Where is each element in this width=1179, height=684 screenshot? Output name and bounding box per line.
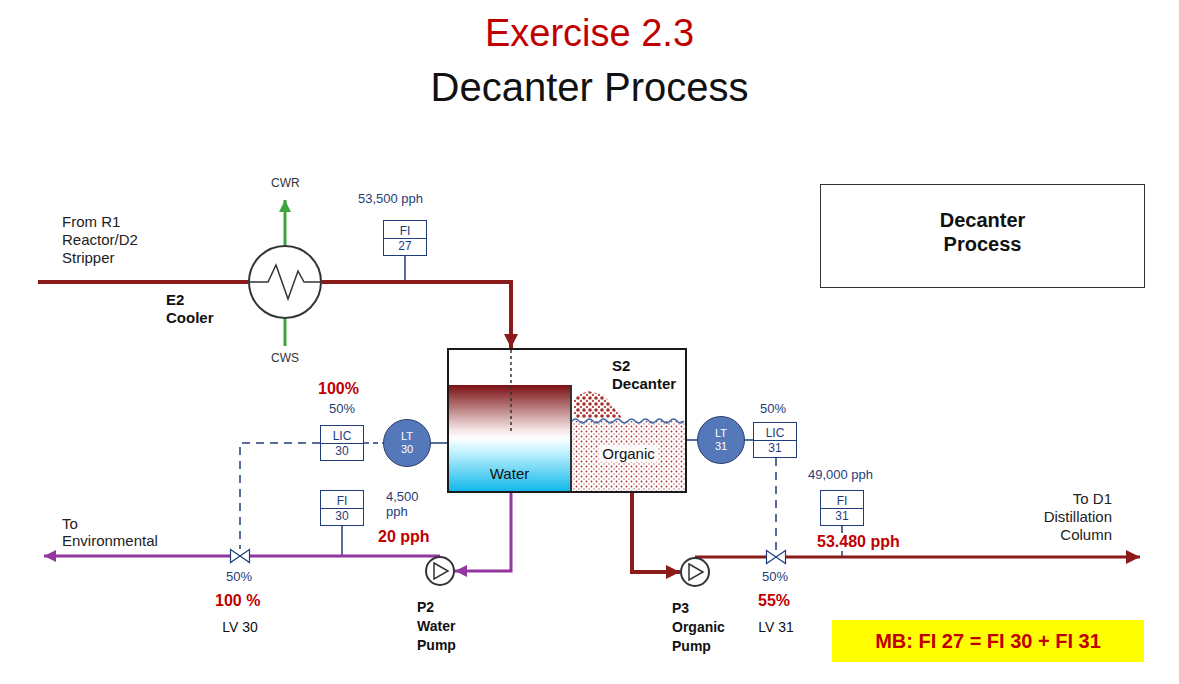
instrument-number: 30 (401, 443, 413, 456)
pipe-connector (240, 443, 320, 549)
answer-value: 100 % (215, 592, 260, 610)
answer-value: 20 pph (378, 528, 430, 546)
instrument-tag: FI (321, 494, 363, 508)
valve-symbol (766, 550, 786, 564)
title-box: Decanter Process (820, 184, 1145, 288)
answer-value: 100% (318, 380, 359, 398)
pipe-connector (250, 555, 440, 558)
output-value: 50% (762, 570, 788, 585)
valve-outline (767, 551, 786, 564)
instrument-tag: LIC (754, 426, 796, 440)
valve-tag: LV 31 (751, 619, 801, 635)
decanter-vessel: S2 DecanterWater Organic (447, 348, 687, 493)
flow-value: 53,500 pph (358, 192, 423, 207)
flow-indicator: FI27 (383, 220, 427, 256)
foam (574, 391, 622, 418)
liquid-surface (572, 419, 684, 423)
heat-exchanger: E2 Cooler (248, 245, 322, 319)
instrument-tag: FI (821, 494, 863, 508)
equipment-label: E2 Cooler (166, 291, 222, 327)
pump: P3 Organic Pump (680, 557, 710, 587)
instrument-number: 30 (321, 508, 363, 523)
instrument-number: 27 (384, 238, 426, 253)
water-layer: Water (449, 385, 570, 491)
organic-layer: Organic (572, 421, 685, 491)
pump-symbol (427, 558, 453, 584)
instrument-number: 31 (754, 440, 796, 455)
feed-pipe (38, 280, 248, 284)
pipe-connector (632, 491, 680, 572)
page-title: Exercise 2.3 (0, 12, 1179, 56)
mass-balance-note: MB: FI 27 = FI 30 + FI 31 (832, 620, 1144, 662)
weir (570, 385, 572, 491)
cooling-water-return (284, 200, 287, 245)
pipe-connector (775, 458, 777, 550)
dip-pipe (510, 350, 512, 432)
instrument-tap (404, 256, 406, 281)
organic-outlet-pipe (786, 556, 1140, 559)
flow-value: 4,500 pph (386, 489, 430, 519)
instrument-tag: LT (715, 427, 727, 440)
instrument-tag: LIC (321, 429, 363, 443)
pipe-connector (364, 442, 383, 444)
stream-label: CWS (271, 352, 299, 366)
pump-symbol (682, 559, 708, 585)
control-valve: LV 31 (766, 550, 786, 564)
pump: P2 Water Pump (425, 556, 455, 586)
equipment-label: P2 Water Pump (417, 598, 469, 655)
answer-value: 53.480 pph (815, 533, 902, 551)
output-value: 50% (226, 570, 252, 585)
pipe-connector (695, 556, 766, 559)
instrument-number: 31 (715, 440, 727, 453)
pipe-connector (431, 442, 447, 444)
control-valve: LV 30 (230, 549, 250, 563)
equipment-label: P3 Organic Pump (672, 599, 734, 656)
answer-value: 55% (758, 592, 790, 610)
note-text: MB: FI 27 = FI 30 + FI 31 (875, 630, 1101, 653)
stream-label: CWR (271, 177, 300, 191)
pipe-connector (322, 282, 511, 348)
stream-label: From R1 Reactor/D2 Stripper (62, 213, 158, 267)
water-outlet-pipe (44, 555, 230, 558)
instrument-number: 31 (821, 508, 863, 523)
box-title: Decanter Process (913, 208, 1053, 256)
water-phase (449, 385, 570, 491)
flow-indicator: FI30 (320, 490, 364, 526)
instrument-tap (341, 526, 343, 555)
flow-value: 49,000 pph (808, 468, 873, 483)
cooling-water-supply (284, 319, 287, 346)
instrument-tag: FI (384, 224, 426, 238)
pipe-connector (687, 439, 697, 441)
pipe-connector (745, 439, 753, 441)
exch-outline (250, 265, 320, 299)
valve-tag: LV 30 (215, 619, 265, 635)
subtitle: Decanter Process (0, 64, 1179, 110)
pump-outline (434, 563, 448, 579)
level-controller: LIC31 (753, 422, 797, 458)
output-value: 50% (760, 402, 786, 417)
valve-symbol (230, 549, 250, 563)
instrument-number: 30 (321, 443, 363, 458)
output-value: 50% (329, 402, 355, 417)
phase-label: Organic (599, 445, 658, 462)
exch-symbol (250, 247, 320, 317)
stream-label: To Environmental (62, 515, 166, 549)
instrument-tag: LT (401, 430, 413, 443)
equipment-label: S2 Decanter (612, 357, 688, 393)
valve-outline (231, 550, 250, 563)
flow-indicator: FI31 (820, 490, 864, 526)
level-controller: LIC30 (320, 425, 364, 461)
pipe-connector (455, 491, 511, 571)
level-transmitter: LT30 (383, 419, 431, 467)
level-transmitter: LT31 (697, 416, 745, 464)
phase-label: Water (490, 465, 529, 482)
pump-outline (689, 564, 703, 580)
organic-phase (572, 421, 685, 491)
stream-label: To D1 Distillation Column (1020, 490, 1112, 544)
